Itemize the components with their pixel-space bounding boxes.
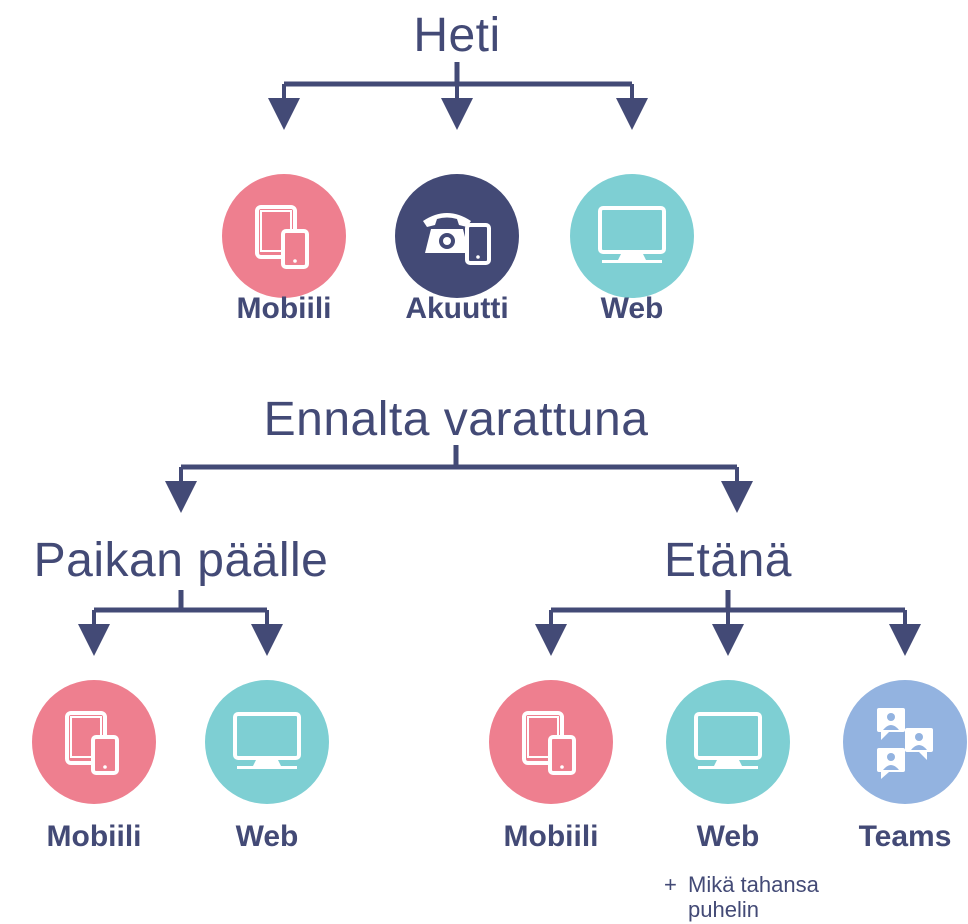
tablet-phone-icon bbox=[522, 711, 576, 775]
paikan-label-mobiili: Mobiili bbox=[46, 820, 142, 853]
heti-mobiili-circle bbox=[222, 174, 346, 298]
etana-web-note: + Mikä tahansa puhelin bbox=[664, 872, 894, 924]
paikan-mobiili-circle bbox=[32, 680, 156, 804]
etana-label-teams: Teams bbox=[858, 820, 952, 853]
heti-label-mobiili: Mobiili bbox=[236, 292, 332, 325]
heti-label-akuutti: Akuutti bbox=[405, 292, 509, 325]
ennalta-title: Ennalta varattuna bbox=[263, 393, 649, 446]
heti-title: Heti bbox=[413, 9, 501, 62]
etana-label-mobiili: Mobiili bbox=[503, 820, 599, 853]
heti-web-circle bbox=[570, 174, 694, 298]
telephone-phone-icon bbox=[423, 213, 491, 265]
heti-label-web: Web bbox=[600, 292, 664, 325]
tablet-phone-icon bbox=[65, 711, 119, 775]
teams-chat-icon bbox=[877, 708, 933, 779]
etana-mobiili-circle bbox=[489, 680, 613, 804]
monitor-icon bbox=[233, 712, 301, 769]
heti-akuutti-circle bbox=[395, 174, 519, 298]
paikan-web-circle bbox=[205, 680, 329, 804]
etana-web-circle bbox=[666, 680, 790, 804]
tablet-phone-icon bbox=[255, 205, 309, 269]
paikan-title: Paikan päälle bbox=[33, 534, 329, 587]
note-text: Mikä tahansa puhelin bbox=[688, 872, 819, 922]
etana-title: Etänä bbox=[664, 534, 792, 587]
note-plus: + bbox=[664, 872, 677, 897]
etana-teams-circle bbox=[843, 680, 967, 804]
paikan-label-web: Web bbox=[235, 820, 299, 853]
monitor-icon bbox=[598, 206, 666, 263]
etana-label-web: Web bbox=[696, 820, 760, 853]
monitor-icon bbox=[694, 712, 762, 769]
